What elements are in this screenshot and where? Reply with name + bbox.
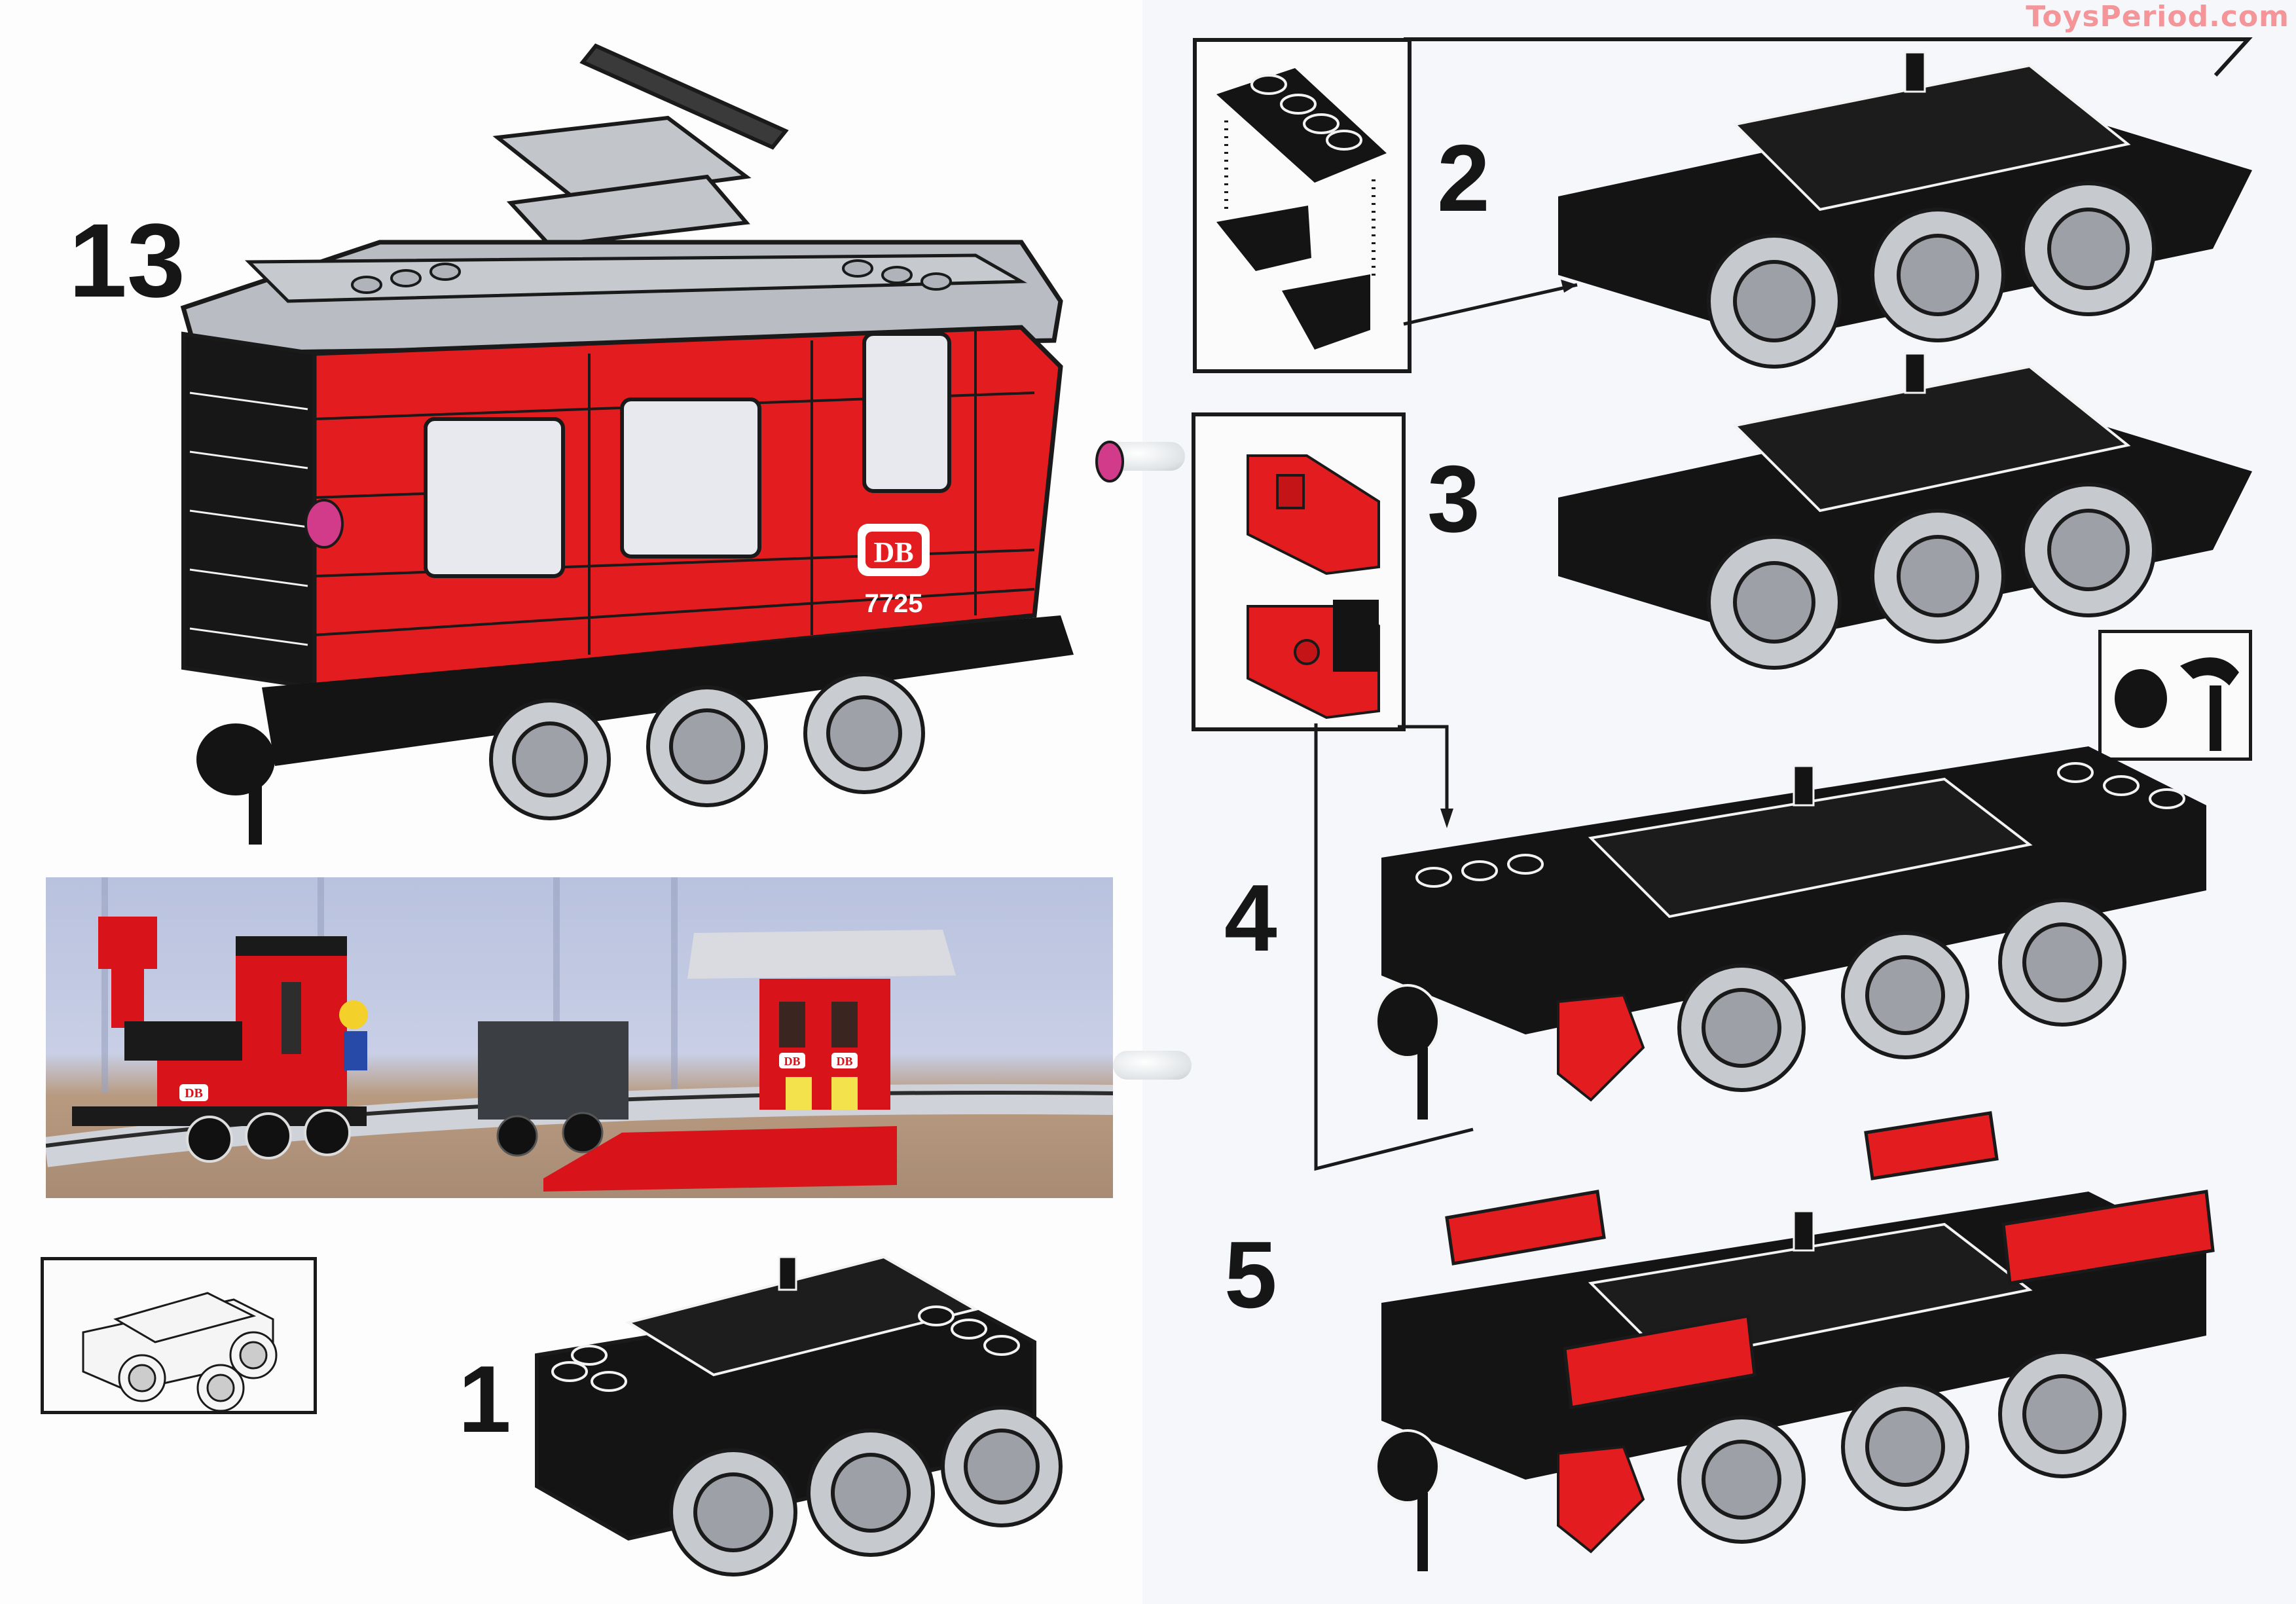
step-number-2: 2 xyxy=(1437,125,1490,231)
step-number-1: 1 xyxy=(458,1346,511,1452)
step-number-3: 3 xyxy=(1427,446,1480,552)
model-number: 7725 xyxy=(865,589,923,618)
step-2-illustration xyxy=(1558,51,2252,369)
step-3-callout xyxy=(1192,412,1406,731)
step-5-illustration xyxy=(1375,1111,2215,1571)
step-13-illustration: DB 7725 xyxy=(180,43,1124,845)
step-2-callout xyxy=(1193,38,1412,373)
set-photo: DB DB DB xyxy=(46,877,1113,1198)
step-3-illustration xyxy=(1558,352,2252,670)
photo-caboose-logo-1: DB xyxy=(784,1055,800,1068)
step-2-connector-lines xyxy=(1403,37,2253,326)
step-number-5: 5 xyxy=(1224,1222,1277,1328)
step-3-connector-lines xyxy=(1314,723,1474,1171)
step-number-13: 13 xyxy=(69,202,185,319)
db-logo-text: DB xyxy=(873,536,913,568)
photo-caboose-logo-2: DB xyxy=(836,1055,852,1068)
step-1-illustration xyxy=(535,1255,1063,1577)
step-number-4: 4 xyxy=(1224,865,1277,971)
motor-callout-box xyxy=(41,1257,317,1414)
step-4-illustration xyxy=(1375,746,2206,1120)
watermark: ToysPeriod.com xyxy=(2026,0,2289,33)
staple-bottom xyxy=(1113,1051,1192,1080)
photo-loco-logo: DB xyxy=(185,1086,203,1101)
step-4-callout xyxy=(2098,630,2252,761)
